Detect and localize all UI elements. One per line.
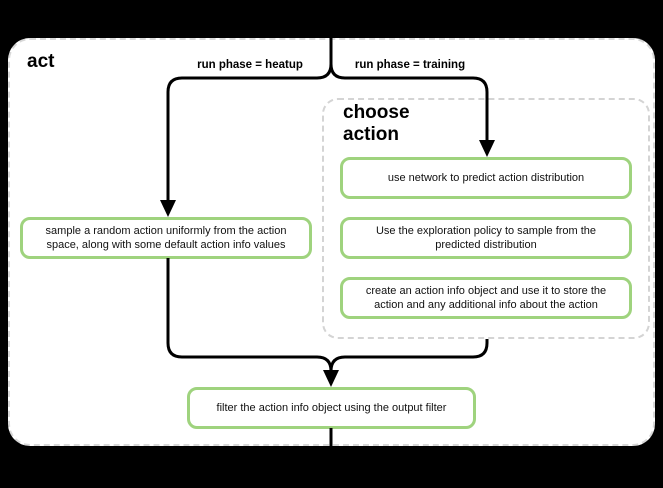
node-use-network-predict: use network to predict action distributi… bbox=[340, 157, 632, 199]
node-filter-action-info: filter the action info object using the … bbox=[187, 387, 476, 429]
node-sample-random-action-label: sample a random action uniformly from th… bbox=[45, 225, 287, 251]
branch-label-training: run phase = training bbox=[354, 59, 466, 71]
node-use-network-predict-label: use network to predict action distributi… bbox=[387, 172, 585, 184]
node-create-action-info-object-label: create an action info object and use it … bbox=[365, 285, 607, 311]
branch-label-heatup: run phase = heatup bbox=[197, 59, 303, 71]
node-exploration-policy-sample-label: Use the exploration policy to sample fro… bbox=[375, 225, 597, 251]
node-exploration-policy-sample: Use the exploration policy to sample fro… bbox=[340, 217, 632, 259]
node-filter-action-info-label: filter the action info object using the … bbox=[216, 402, 447, 414]
node-create-action-info-object: create an action info object and use it … bbox=[340, 277, 632, 319]
node-sample-random-action: sample a random action uniformly from th… bbox=[20, 217, 312, 259]
choose-action-group-title: choose action bbox=[343, 102, 410, 145]
act-group-title: act bbox=[27, 51, 55, 72]
